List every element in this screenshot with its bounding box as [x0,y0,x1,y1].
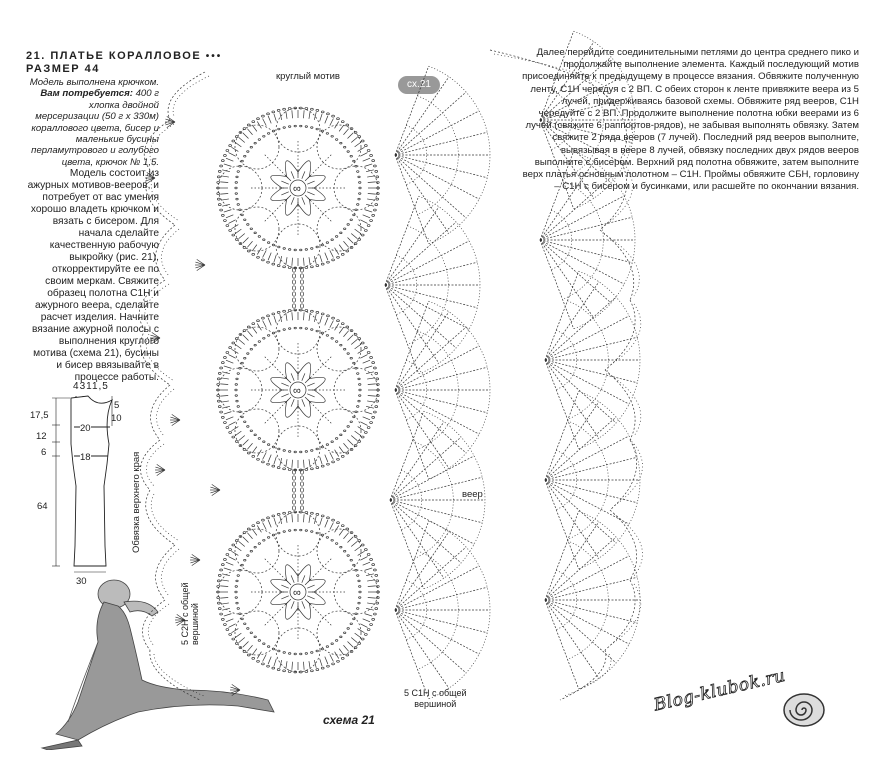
pattern-dim-10: 10 [111,413,122,424]
svg-text:∞: ∞ [293,183,301,195]
right-instructions-text: Далее перейдите соединительными петлями … [522,47,859,193]
right-instructions: Далее перейдите соединительными петлями … [517,47,859,193]
pattern-dim-17-5: 17,5 [30,410,49,421]
model-photo [40,579,275,750]
title-dots: ••• [205,51,223,62]
size-label: РАЗМЕР 44 [26,63,100,75]
svg-text:∞: ∞ [293,385,301,397]
pattern-dim-64: 64 [37,501,48,512]
pattern-dim-30: 30 [76,576,87,587]
pattern-width-20: 20 [80,423,91,434]
left-instructions: Модель выполнена крючком. Вам потребуетс… [26,77,159,384]
fan-label: веер [462,489,483,500]
pattern-top-dims: 4311,5 [73,381,109,392]
pattern-dim-5: 5 [114,400,120,411]
model-note: Модель выполнена крючком. [29,77,159,88]
c1h-note: 5 С1Н с общей вершиной [404,688,467,709]
motif-label: круглый мотив [276,71,340,82]
page-title: 21. ПЛАТЬЕ КОРАЛЛОВОЕ ••• [26,50,223,62]
scheme-number-badge: сх.21 [398,76,440,94]
materials-label: Вам потребуется: [40,88,133,100]
description-text: Модель состоит из ажурных мотивов-вееров… [27,168,159,384]
scheme-label: схема 21 [323,713,375,727]
pattern-width-18: 18 [80,452,91,463]
materials-text: 400 г хлопка двойной мерсеризации (50 г … [31,88,159,168]
watermark-spiral-icon [783,693,825,727]
pattern-dim-12: 12 [36,431,47,442]
svg-text:∞: ∞ [293,587,301,599]
pattern-dim-6: 6 [41,447,47,458]
